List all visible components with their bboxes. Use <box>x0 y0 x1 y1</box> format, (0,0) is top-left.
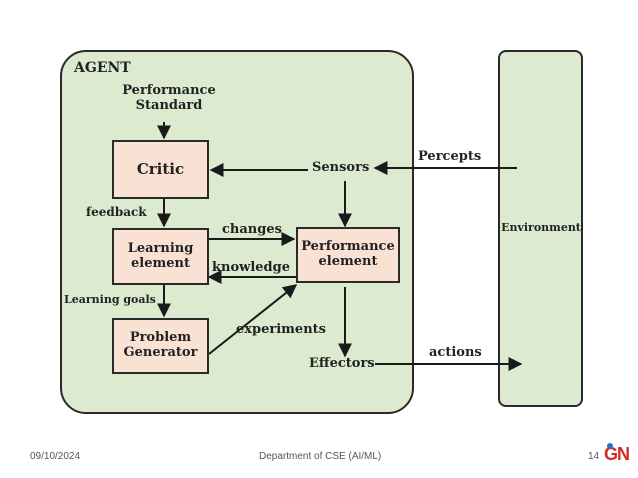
footer-page-number: 14 <box>588 451 600 462</box>
feedback-label: feedback <box>86 205 147 219</box>
performance-standard-label: Performance Standard <box>122 83 216 113</box>
footer-date: 09/10/2024 <box>30 451 81 462</box>
footer-department: Department of CSE (AI/ML) <box>259 451 382 462</box>
actions-label: actions <box>429 345 482 360</box>
knowledge-label: knowledge <box>212 260 290 275</box>
changes-label: changes <box>222 222 282 237</box>
sensors-label: Sensors <box>312 160 370 175</box>
agent-label: AGENT <box>74 60 131 76</box>
effectors-label: Effectors <box>309 356 375 371</box>
experiments-label: experiments <box>236 322 326 337</box>
environment-container <box>498 50 583 407</box>
performance-element-box: Performance element <box>296 227 400 283</box>
institution-logo: GN <box>604 443 630 464</box>
learning-goals-label: Learning goals <box>64 293 156 306</box>
arrow-problem-to-performance <box>208 284 298 355</box>
learning-element-box: Learning element <box>112 228 209 285</box>
problem-generator-box: Problem Generator <box>112 318 209 374</box>
critic-box: Critic <box>112 140 209 199</box>
environment-label: Environment <box>501 221 581 234</box>
percepts-label: Percepts <box>418 149 482 164</box>
